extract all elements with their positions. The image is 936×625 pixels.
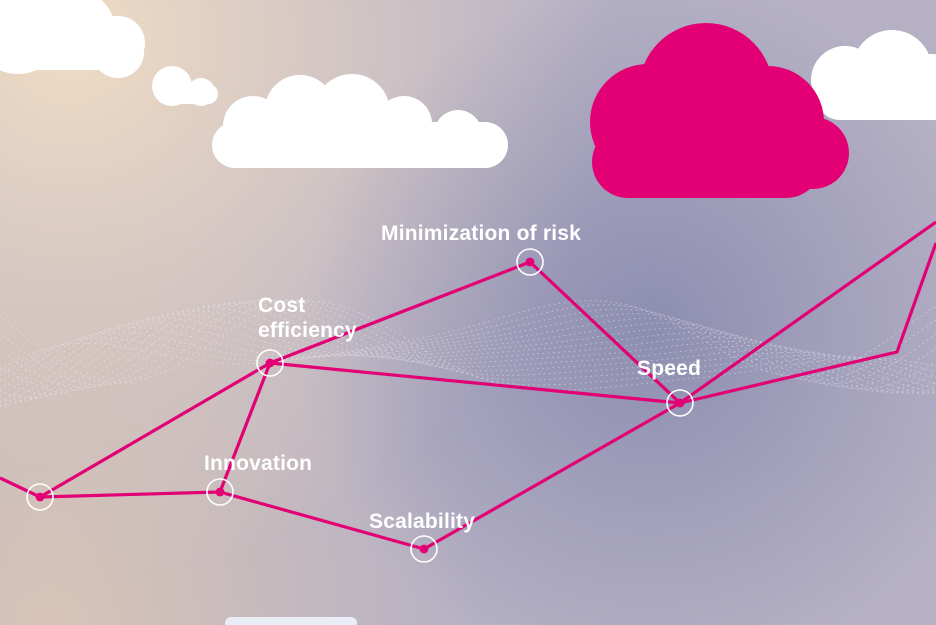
dotted-wave-bundle (0, 299, 936, 408)
cloud-magenta (590, 23, 849, 198)
edge-left-entry (0, 476, 41, 499)
bottom-strip (225, 617, 357, 625)
cloud-top-left-small (152, 66, 218, 106)
label-scalability: Scalability (369, 510, 475, 533)
node-cost-efficiency (256, 349, 284, 377)
edge-scalability-speed (423, 401, 681, 551)
edge-speed-right-bend (679, 242, 936, 405)
network-edges (0, 220, 936, 551)
edge-speed-topright (679, 220, 936, 405)
edge-left-costefficiency (39, 361, 271, 499)
cloud-top-left (0, 0, 145, 78)
node-left-point (26, 483, 54, 511)
label-innovation: Innovation (204, 452, 312, 475)
edge-costefficiency-minrisk (269, 260, 531, 365)
edge-left-innovation (39, 490, 221, 499)
node-minimization-of-risk (516, 248, 544, 276)
network-nodes (26, 248, 694, 563)
node-speed (666, 389, 694, 417)
edge-costefficiency-speed (269, 361, 681, 405)
cloud-top-right (811, 30, 936, 120)
node-innovation (206, 478, 234, 506)
label-speed: Speed (637, 357, 701, 380)
node-scalability (410, 535, 438, 563)
cloud-center-left (212, 74, 508, 168)
edge-innovation-scalability (219, 490, 425, 551)
edge-innovation-costefficiency (218, 362, 272, 493)
label-minimization-of-risk: Minimization of risk (381, 222, 581, 245)
edge-minrisk-speed (528, 260, 682, 405)
